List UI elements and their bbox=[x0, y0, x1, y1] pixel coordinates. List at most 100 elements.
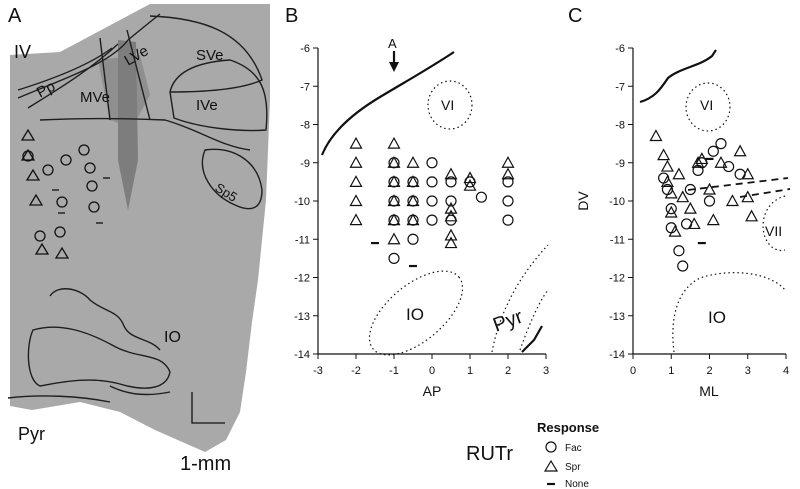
chart-c-x-tick-label: 1 bbox=[668, 365, 674, 377]
chart-b-point-spr bbox=[444, 228, 458, 241]
region-label-iv: IV bbox=[14, 42, 31, 62]
region-label-mve: MVe bbox=[80, 89, 110, 106]
chart-c-point-spr bbox=[676, 190, 690, 203]
chart-c-y-tick-label: -14 bbox=[609, 349, 625, 361]
chart-c-point-spr bbox=[714, 156, 728, 168]
panel-b-region-io: IO bbox=[406, 305, 424, 324]
chart-c-y-tick-label: -9 bbox=[615, 158, 625, 170]
chart-b-y-tick-label: -13 bbox=[294, 311, 310, 323]
chart-b-point-spr bbox=[387, 213, 401, 226]
chart-b-y-tick-label: -11 bbox=[295, 234, 310, 246]
chart-c-y-tick-label: -10 bbox=[609, 196, 625, 208]
chart-c-point-spr bbox=[657, 148, 671, 161]
legend-none-label: None bbox=[565, 479, 589, 489]
panel-c-boundary-curve bbox=[639, 49, 717, 104]
chart-c-x-tick-label: 0 bbox=[630, 365, 636, 377]
region-label-pp: Pp bbox=[34, 78, 58, 102]
panel-c-region-io: IO bbox=[708, 308, 726, 327]
panel-b-region-vi: VI bbox=[441, 97, 454, 113]
chart-c-point-fac bbox=[684, 183, 696, 196]
chart-b-point-spr bbox=[349, 194, 363, 207]
nucleus-boundaries bbox=[7, 13, 268, 403]
chart-c-x-axis-label: ML bbox=[699, 383, 719, 399]
panel-c-letter: C bbox=[568, 5, 582, 27]
chart-b-point-spr bbox=[463, 178, 477, 191]
legend-fac-marker bbox=[545, 441, 557, 453]
chart-b-x-tick-label: 0 bbox=[429, 365, 435, 377]
region-label-pyr: Pyr bbox=[18, 424, 45, 444]
chart-b-point-fac bbox=[426, 176, 438, 188]
panel-b-vi-outline bbox=[427, 80, 473, 130]
chart-b-point-fac bbox=[475, 191, 487, 203]
region-label-ive: IVe bbox=[196, 97, 218, 114]
legend-title: Response bbox=[537, 420, 599, 435]
chart-c-point-spr bbox=[691, 156, 705, 168]
panel-b-arrow-head bbox=[389, 62, 399, 72]
panel-b-io-outline bbox=[368, 270, 464, 356]
chart-c-point-spr bbox=[733, 144, 747, 157]
chart-b-point-spr bbox=[387, 136, 401, 149]
legend-spr-marker bbox=[543, 459, 559, 472]
chart-b-point-spr bbox=[349, 213, 363, 226]
chart-b-y-tick-label: -7 bbox=[300, 81, 310, 93]
chart-b-point-spr bbox=[349, 156, 363, 168]
chart-c-point-spr bbox=[683, 201, 697, 214]
chart-c-point-spr bbox=[695, 152, 709, 165]
chart-b-point-fac bbox=[502, 214, 514, 226]
chart-b-y-tick-label: -6 bbox=[300, 43, 310, 55]
chart-c-point-fac bbox=[715, 138, 727, 150]
chart-c-point-spr bbox=[725, 194, 739, 207]
chart-b-point-spr bbox=[387, 194, 401, 207]
chart-c-point-spr bbox=[706, 213, 720, 226]
scale-bar-label: 1-mm bbox=[180, 453, 231, 475]
panel-a-recording-sites bbox=[20, 128, 110, 259]
chart-c-point-fac bbox=[665, 203, 677, 215]
chart-b-point-fac bbox=[426, 195, 438, 207]
dark-tract-column bbox=[118, 40, 138, 210]
chart-c-x-tick-label: 3 bbox=[745, 365, 751, 377]
panel-b-boundary-curve bbox=[320, 51, 455, 156]
chart-b-y-tick-label: -8 bbox=[300, 120, 310, 132]
chart-c-point-spr bbox=[745, 209, 759, 222]
chart-b-point-spr bbox=[463, 171, 477, 184]
chart-b-point-fac bbox=[502, 176, 514, 188]
chart-b-x-tick-label: -1 bbox=[389, 365, 399, 377]
chart-b-point-spr bbox=[444, 209, 458, 222]
chart-b-point-spr bbox=[501, 156, 515, 168]
region-label-io: IO bbox=[164, 329, 181, 346]
chart-b-point-fac bbox=[445, 176, 457, 188]
chart-c-point-fac bbox=[673, 245, 685, 257]
chart-c-point-spr bbox=[741, 190, 755, 203]
brainstem-section bbox=[10, 4, 270, 452]
chart-c-point-fac bbox=[707, 145, 719, 157]
chart-c-point-spr bbox=[687, 217, 701, 230]
chart-b-x-tick-label: -2 bbox=[351, 365, 361, 377]
chart-c-point-spr bbox=[664, 186, 678, 199]
chart-b-point-spr bbox=[387, 156, 401, 168]
chart-c-y-tick-label: -7 bbox=[615, 81, 625, 93]
chart-c-point-fac bbox=[703, 195, 716, 207]
panel-b-region-pyr: Pyr bbox=[490, 306, 526, 337]
chart-b-point-spr bbox=[349, 175, 363, 187]
chart-b-point-spr bbox=[349, 136, 363, 149]
panel-b-pyr-edge bbox=[521, 325, 543, 353]
chart-c-point-fac bbox=[734, 168, 746, 180]
chart-b-point-fac bbox=[426, 214, 438, 226]
chart-b-point-spr bbox=[406, 194, 420, 207]
panel-b-arrow-label: A bbox=[388, 36, 397, 51]
panel-c-dashed-boundary-2 bbox=[739, 188, 791, 198]
chart-b-x-axis-label: AP bbox=[423, 383, 442, 399]
chart-b-point-fac bbox=[445, 195, 457, 207]
chart-b-point-spr bbox=[387, 232, 401, 245]
chart-b-point-spr bbox=[444, 167, 458, 180]
chart-b-y-tick-label: -9 bbox=[300, 158, 310, 170]
chart-c-point-fac bbox=[680, 218, 693, 230]
legend: Response Fac Spr None bbox=[537, 420, 599, 489]
panel-b: B VI IO Pyr A -6-7-8-9-10-11-12-13-14-3-… bbox=[285, 5, 549, 399]
chart-c-point-spr bbox=[741, 167, 755, 180]
chart-c-point-fac bbox=[677, 260, 689, 272]
panel-a: A IV Pp MVe LVe SVe IVe Sp5 IO Pyr 1-mm bbox=[7, 4, 270, 475]
